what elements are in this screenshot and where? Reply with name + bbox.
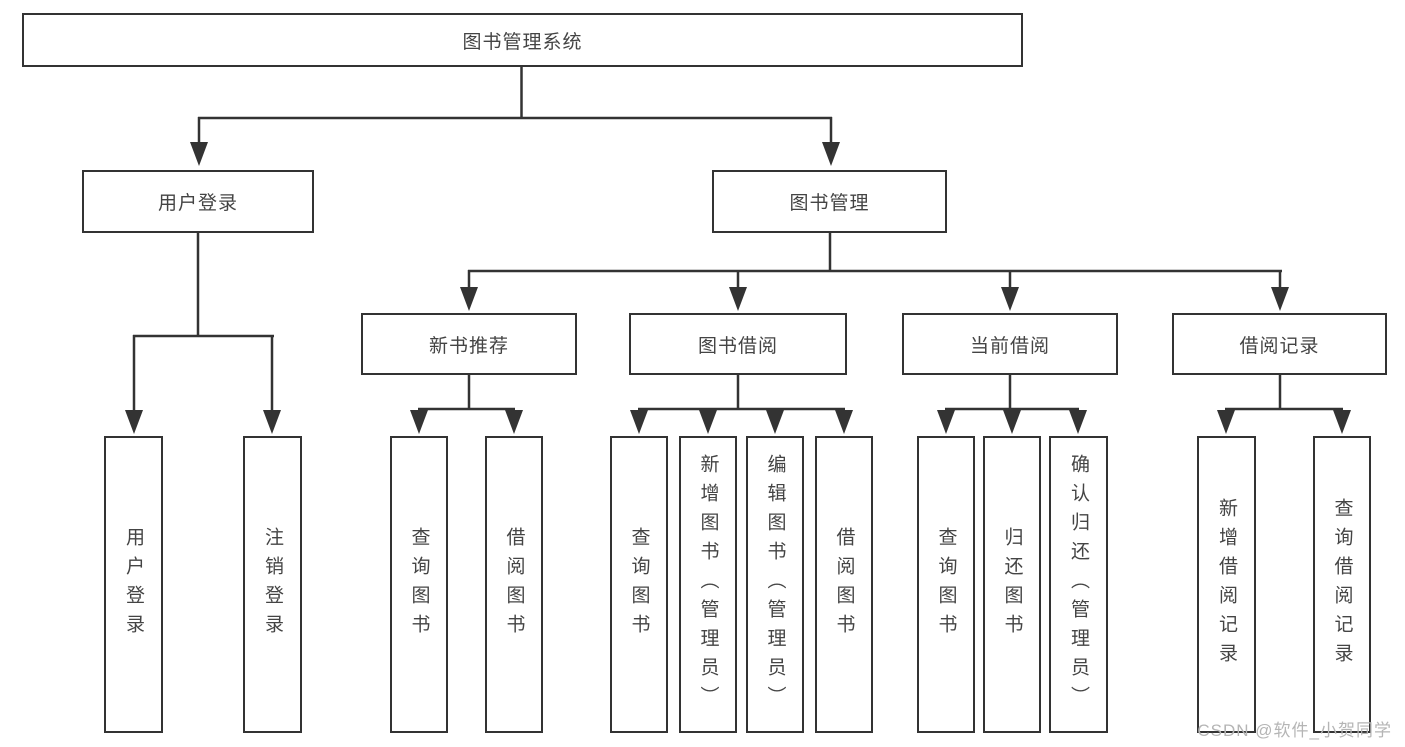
node-add-borrow-record: 新增借阅记录 bbox=[1197, 436, 1256, 733]
node-logout: 注销登录 bbox=[243, 436, 302, 733]
node-confirm-return-admin: 确认归还（管理员） bbox=[1049, 436, 1108, 733]
node-user-login-leaf: 用户登录 bbox=[104, 436, 163, 733]
node-library-management-system: 图书管理系统 bbox=[22, 13, 1023, 67]
node-current-borrowing: 当前借阅 bbox=[902, 313, 1118, 375]
node-add-book-admin: 新增图书（管理员） bbox=[679, 436, 737, 733]
connector-lines bbox=[132, 67, 1343, 411]
node-new-book-recommendation: 新书推荐 bbox=[361, 313, 577, 375]
node-book-management: 图书管理 bbox=[712, 170, 947, 233]
node-query-borrow-record: 查询借阅记录 bbox=[1313, 436, 1371, 733]
node-user-login: 用户登录 bbox=[82, 170, 314, 233]
node-query-books-current: 查询图书 bbox=[917, 436, 975, 733]
arrowheads bbox=[125, 142, 1351, 434]
node-edit-book-admin: 编辑图书（管理员） bbox=[746, 436, 804, 733]
node-query-books-borrowing: 查询图书 bbox=[610, 436, 668, 733]
node-borrowing-records: 借阅记录 bbox=[1172, 313, 1387, 375]
node-query-books-recommendation: 查询图书 bbox=[390, 436, 448, 733]
node-book-borrowing: 图书借阅 bbox=[629, 313, 847, 375]
watermark-text: CSDN @软件_小贺同学 bbox=[1197, 721, 1392, 740]
node-borrow-books-recommendation: 借阅图书 bbox=[485, 436, 543, 733]
node-return-books: 归还图书 bbox=[983, 436, 1041, 733]
node-borrow-books-leaf: 借阅图书 bbox=[815, 436, 873, 733]
